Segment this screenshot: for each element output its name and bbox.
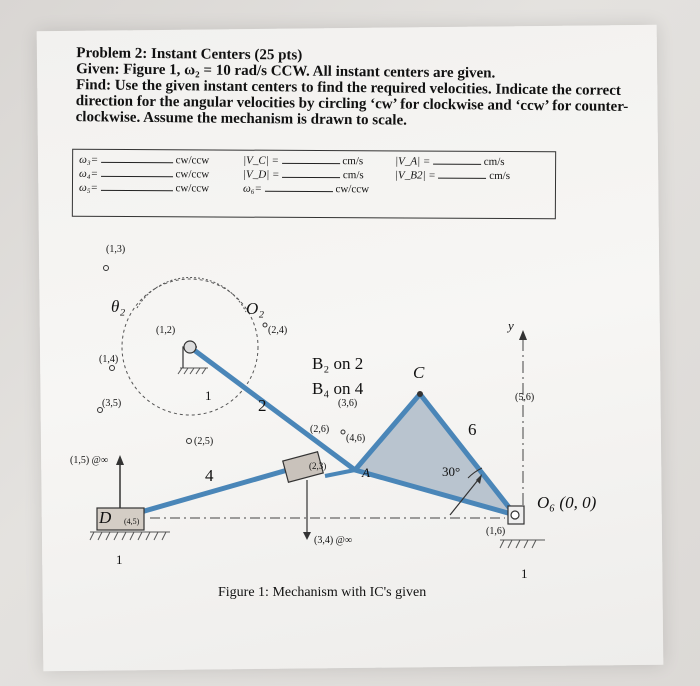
slider-block-3 — [282, 450, 324, 484]
crank-circle — [121, 278, 259, 416]
ic-4-6: (4,6) — [346, 433, 366, 444]
ic-1-5: (1,5) @∞ — [70, 455, 108, 466]
link-4 — [119, 462, 306, 521]
link-2 — [188, 344, 357, 473]
ground-1-right: 1 — [521, 566, 528, 581]
ic-3-5: (3,5) — [102, 398, 122, 409]
link-4-label: 4 — [205, 466, 214, 485]
theta2-label: θ₂ — [111, 297, 126, 316]
ic-1-3: (1,3) — [106, 244, 126, 255]
ic-5-6: (5,6) — [515, 392, 535, 403]
ic-1-6: (1,6) — [486, 526, 506, 537]
link-6-triangle — [352, 391, 518, 518]
c-label: C — [413, 363, 425, 382]
ground-o2 — [177, 367, 208, 375]
ic-2-3: (2,3) — [309, 461, 327, 471]
o2-label: O₂ — [246, 299, 265, 318]
a-label: A — [362, 465, 370, 480]
ic-1-2: (1,2) — [156, 325, 176, 336]
angle-30-label: 30° — [442, 464, 461, 479]
pin-o2 — [183, 340, 197, 354]
ic-4-5: (4,5) — [124, 517, 140, 526]
ic-2-4: (2,4) — [268, 325, 288, 336]
link-1-label: 1 — [205, 388, 212, 403]
ic-2-6: (2,6) — [310, 424, 330, 435]
ic-1-4: (1,4) — [99, 354, 119, 365]
ic-3-6: (3,6) — [338, 398, 358, 409]
slider-d — [96, 507, 145, 531]
ground-d — [89, 531, 170, 541]
b2-on-2-label: B₂ on 2 — [312, 354, 364, 373]
link-6-label: 6 — [468, 420, 477, 439]
link-2-label: 2 — [258, 396, 267, 415]
ic-2-5: (2,5) — [194, 436, 214, 447]
o6-label: O₆ (0, 0) — [537, 493, 597, 512]
ground-o6 — [499, 539, 545, 549]
figure-caption: Figure 1: Mechanism with IC's given — [218, 585, 427, 600]
ground-1-left: 1 — [116, 552, 123, 567]
b4-on-4-label: B₄ on 4 — [312, 379, 364, 398]
ic-3-4: (3,4) @∞ — [314, 535, 352, 546]
d-label: D — [99, 508, 112, 527]
y-axis-label: y — [508, 318, 514, 333]
